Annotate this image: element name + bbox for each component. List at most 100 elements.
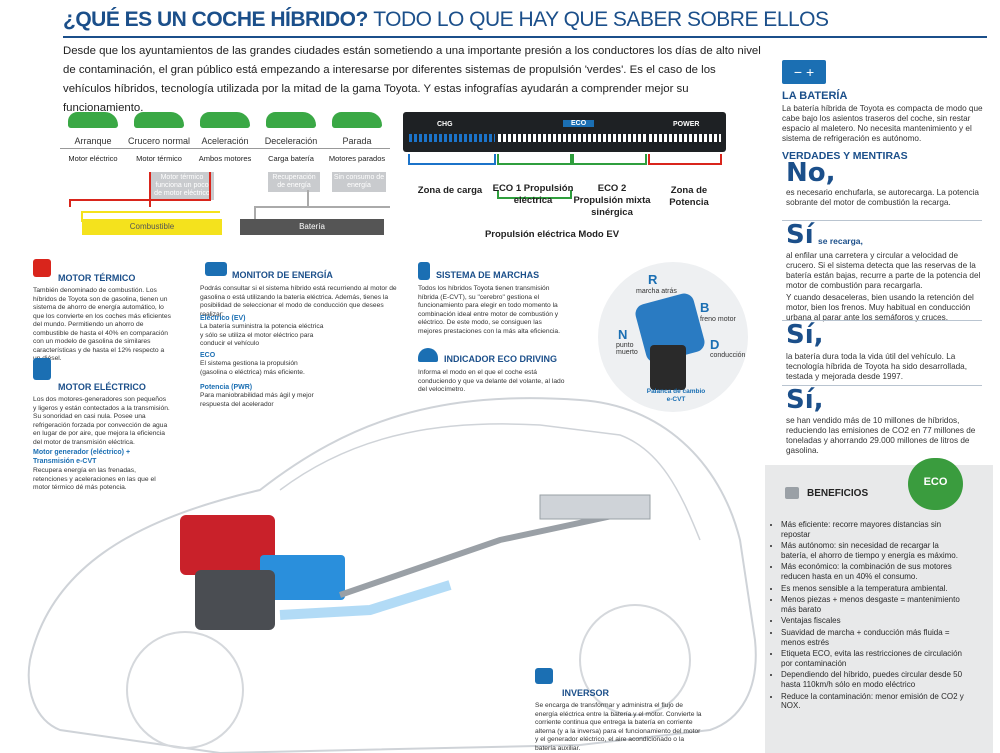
title-rule <box>63 36 987 38</box>
eco-driving-text: Informa el modo en el que el coche está … <box>418 369 565 393</box>
gear-d: D <box>710 337 720 352</box>
motor-termico-text: También denominado de combustión. Los hí… <box>33 287 171 362</box>
benefit-item: Suavidad de marcha + conducción más flui… <box>781 628 967 647</box>
mode-value: Carga batería <box>268 154 314 163</box>
monitor-eco-text: El sistema gestiona la propulsión (gasol… <box>200 360 305 376</box>
gauge-eco1: ECO 1 Propulsión eléctrica <box>492 183 574 206</box>
mode-value: Motor térmico <box>136 154 182 163</box>
inverter-shape <box>260 555 345 600</box>
flow-lines <box>69 172 390 222</box>
eco-badge-text: ECO <box>923 476 948 488</box>
mode-note: Motor térmico funciona un poco de motor … <box>150 172 214 200</box>
mode-value: Motores parados <box>328 154 386 163</box>
mode-label: Parada <box>342 136 372 146</box>
thumbs-up-icon <box>785 487 799 499</box>
benefit-item: Menos piezas + menos desgaste = mantenim… <box>781 595 967 614</box>
gear-n-text: punto muerto <box>616 342 638 356</box>
gauge-bar-charge <box>409 134 495 142</box>
inversor-text: Se encarga de transformar y administra e… <box>535 702 702 752</box>
car-icon <box>200 112 250 128</box>
benefit-item: Es menos sensible a la temperatura ambie… <box>781 584 967 594</box>
battery-shape <box>539 494 651 520</box>
gauge-zone-power: Zona de Potencia <box>669 185 709 208</box>
eco-label-badge: ECO <box>908 458 963 510</box>
gear-n: N <box>618 327 628 342</box>
no-heading: No, <box>786 158 836 188</box>
inversor-title: INVERSOR <box>562 688 610 698</box>
motor-generador-subtitle: Motor generador (eléctrico) + Transmisió… <box>33 449 131 465</box>
gauge-bar-eco <box>498 134 646 142</box>
mode-label: Deceleración <box>264 136 318 146</box>
page-title: ¿QUÉ ES UN COCHE HÍBRIDO? TODO LO QUE HA… <box>63 8 829 32</box>
monitor-ev-heading: Eléctrico (EV) <box>200 315 246 322</box>
engine-icon <box>33 259 51 277</box>
divider <box>782 385 982 386</box>
eco-driving-title: INDICADOR ECO DRIVING <box>444 354 558 364</box>
gauge-chg: CHG <box>437 121 453 128</box>
si1-text2: Y cuando desaceleras, bien usando la ret… <box>786 293 974 322</box>
si-heading: Sí <box>786 220 814 250</box>
benefit-item: Etiqueta ECO, evita las restricciones de… <box>781 649 967 668</box>
gear-r-text: marcha atrás <box>636 288 677 295</box>
benefit-item: Dependiendo del híbrido, puedes circular… <box>781 670 967 689</box>
gauge-eco: ECO <box>563 120 595 127</box>
benefit-item: Más autónomo: sin necesidad de recargar … <box>781 541 967 560</box>
battery-label: Batería <box>240 219 384 235</box>
car-icon <box>332 112 382 128</box>
gear-d-text: conducción <box>710 352 746 359</box>
gauge-power: POWER <box>673 121 700 128</box>
gauge-bar-power <box>649 134 721 142</box>
si2-text: la batería dura toda la vida útil del ve… <box>786 352 968 381</box>
car-icon <box>68 112 118 128</box>
marchas-title: SISTEMA DE MARCHAS <box>436 270 540 280</box>
monitor-title: MONITOR DE ENERGÍA <box>232 270 333 280</box>
mode-value: Ambos motores <box>198 154 252 163</box>
fuel-label: Combustible <box>82 219 222 235</box>
driving-modes-diagram: Arranque Crucero normal Aceleración Dece… <box>60 112 390 242</box>
benefits-title: BENEFICIOS <box>807 488 869 499</box>
energy-gauge: CHG ECO POWER <box>403 112 726 152</box>
si3-text: se han vendido más de 10 millones de híb… <box>786 416 976 455</box>
motor-electrico-text: Los dos motores-generadores son pequeños… <box>33 396 170 446</box>
mode-note: Sin consumo de energía <box>332 172 386 192</box>
benefits-list: Más eficiente: recorre mayores distancia… <box>767 520 967 713</box>
engine-shape <box>180 515 275 575</box>
car-icon <box>134 112 184 128</box>
si3-heading: Sí, <box>786 385 824 415</box>
title-main: ¿QUÉ ES UN COCHE HÍBRIDO? <box>63 8 368 31</box>
monitor-pwr-heading: Potencia (PWR) <box>200 384 253 391</box>
vm-title: VERDADES Y MENTIRAS <box>782 150 908 162</box>
battery-icon: − + <box>782 60 826 84</box>
mode-label: Aceleración <box>201 136 249 146</box>
motor-termico-title: MOTOR TÉRMICO <box>58 273 136 283</box>
motor-generador-text: Recupera energía en las frenadas, retenc… <box>33 467 156 491</box>
benefit-item: Más económico: la combinación de sus mot… <box>781 562 967 581</box>
gear-lever-icon <box>418 262 430 280</box>
si2-heading: Sí, <box>786 320 824 350</box>
monitor-text: Podrás consultar si el sistema híbrido e… <box>200 285 397 318</box>
speedometer-icon <box>418 348 438 362</box>
shifter-caption: Palanca de cambio e-CVT <box>646 388 706 403</box>
gauge-eco2: ECO 2 Propulsión mixta sinérgica <box>573 183 651 218</box>
benefits-panel: BENEFICIOS Más eficiente: recorre mayore… <box>765 465 993 753</box>
benefit-item: Más eficiente: recorre mayores distancia… <box>781 520 967 539</box>
mode-label: Arranque <box>74 136 112 146</box>
benefit-item: Reduce la contaminación: menor emisión d… <box>781 692 967 711</box>
divider <box>782 320 982 321</box>
marchas-text: Todos los híbridos Toyota tienen transmi… <box>418 285 560 335</box>
car-illustration <box>27 397 757 753</box>
divider <box>60 148 390 149</box>
divider <box>782 220 982 221</box>
inverter-icon <box>535 668 553 684</box>
leaf-icon <box>33 358 51 380</box>
gauge-zone-charge: Zona de carga <box>417 185 483 196</box>
gear-b-text: freno motor <box>700 316 736 323</box>
motor-shape <box>195 570 275 630</box>
shift-stick <box>650 345 686 390</box>
monitor-eco-heading: ECO <box>200 352 216 359</box>
gear-r: R <box>648 272 658 287</box>
monitor-ev-text: La batería suministra la potencia eléctr… <box>200 323 324 347</box>
benefit-item: Ventajas fiscales <box>781 616 967 626</box>
gauge-ev-mode: Propulsión eléctrica Modo EV <box>484 229 620 240</box>
si-tail: se recarga, <box>818 236 863 246</box>
